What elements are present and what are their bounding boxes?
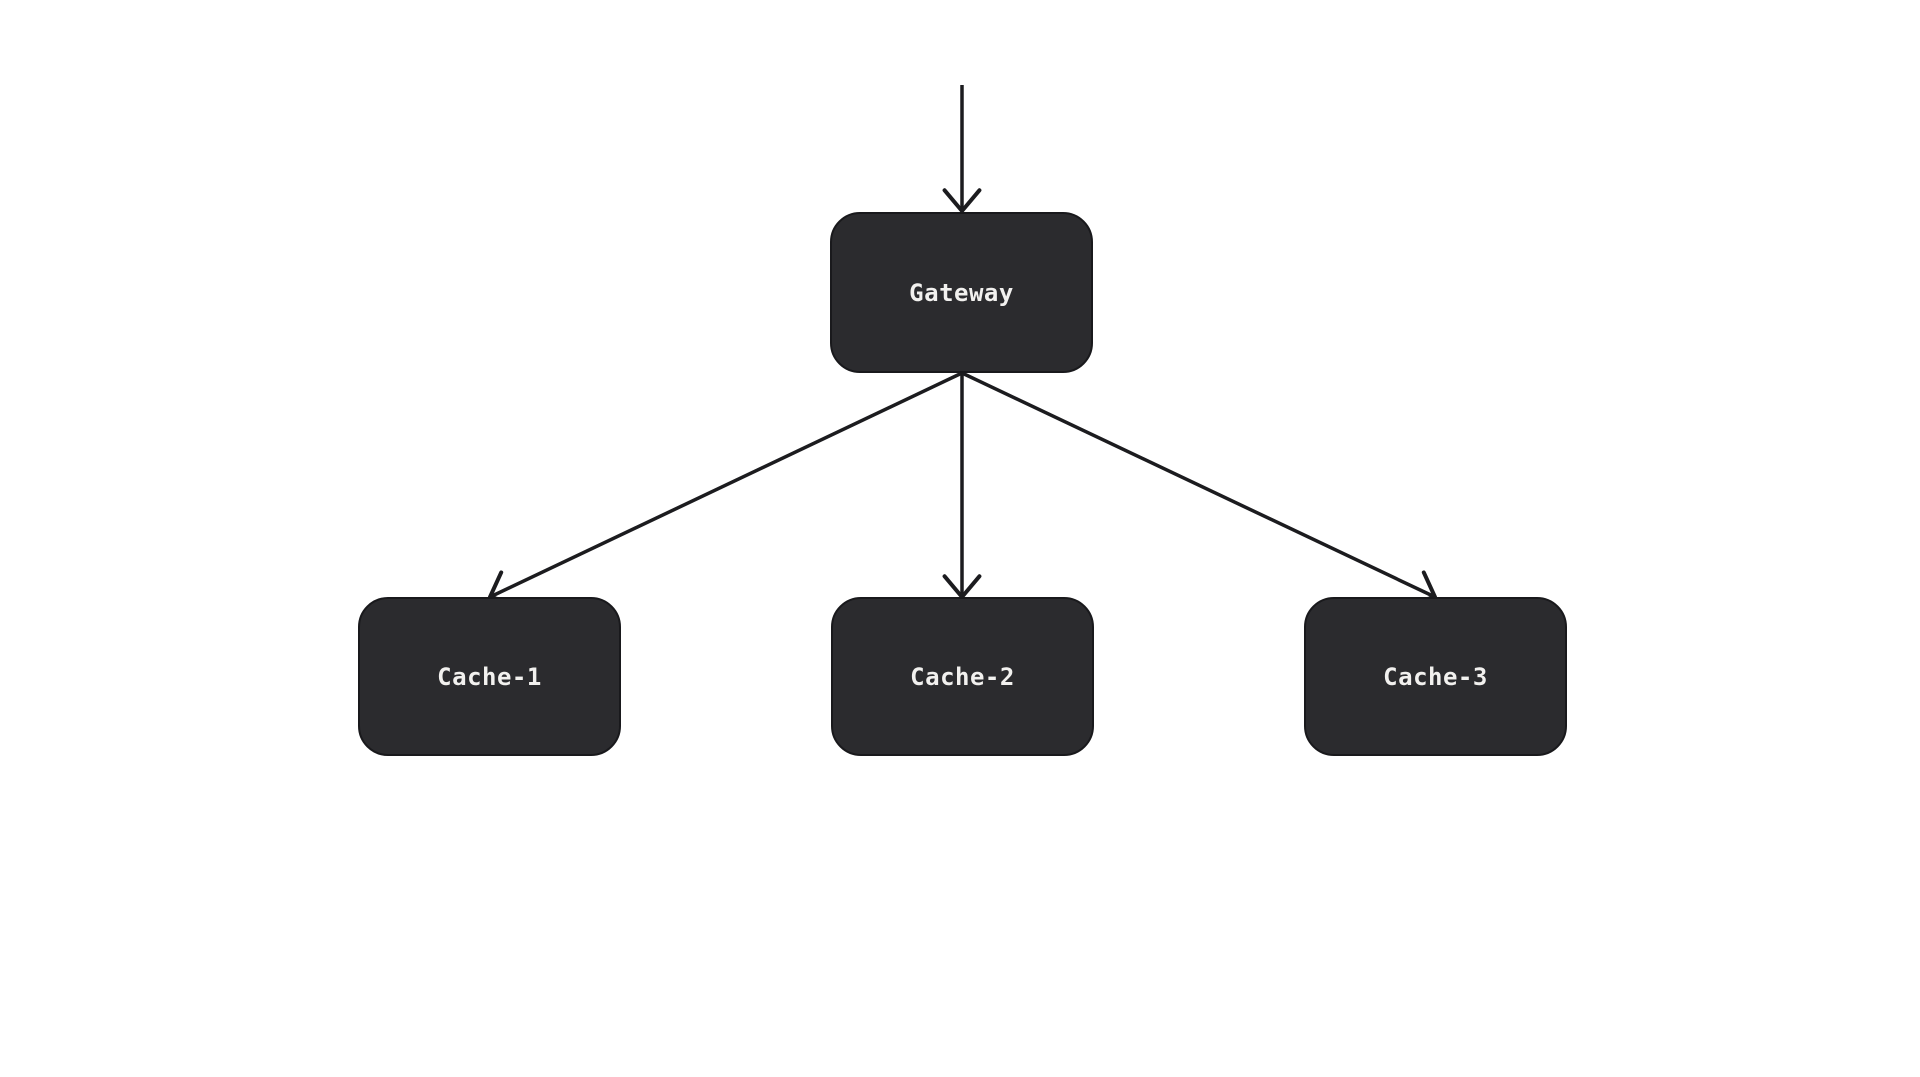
node-gateway-label: Gateway xyxy=(909,278,1014,307)
arrowhead-into-gateway-icon xyxy=(942,188,982,213)
edge-offscreen-to-gateway xyxy=(942,85,982,213)
edge-gateway-to-cache-3 xyxy=(961,371,1437,606)
edge-gateway-to-cache-1 xyxy=(488,371,963,606)
node-gateway: Gateway xyxy=(830,212,1093,373)
edge-gateway-to-cache-2 xyxy=(942,373,982,599)
edge-gateway-to-cache-3-line xyxy=(961,371,1436,599)
node-cache-3: Cache-3 xyxy=(1304,597,1567,756)
node-cache-2: Cache-2 xyxy=(831,597,1094,756)
node-cache-3-label: Cache-3 xyxy=(1383,662,1488,691)
edge-gateway-to-cache-1-line xyxy=(489,371,963,599)
node-cache-2-label: Cache-2 xyxy=(910,662,1015,691)
node-cache-1: Cache-1 xyxy=(358,597,621,756)
node-cache-1-label: Cache-1 xyxy=(437,662,542,691)
